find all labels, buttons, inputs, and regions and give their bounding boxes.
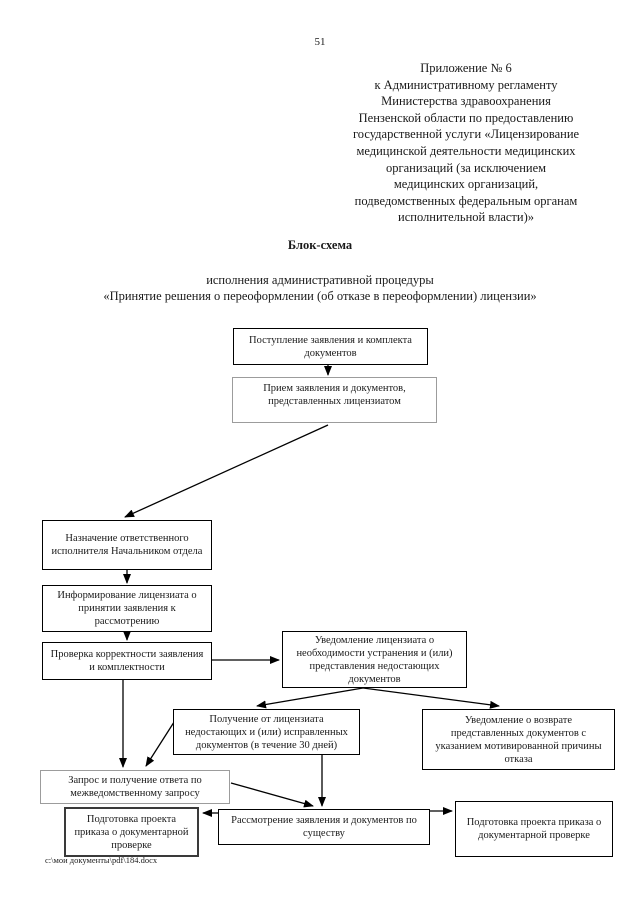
- flow-box-draft-order-left: Подготовка проекта приказа о документарн…: [64, 807, 199, 857]
- appendix-header-line: Министерства здравоохранения: [381, 94, 551, 109]
- flow-box-notify-missing-docs: Уведомление лицензиата о необходимости у…: [282, 631, 467, 688]
- appendix-header: Приложение № 6 к Административному регла…: [320, 60, 612, 226]
- appendix-header-line: медицинских организаций,: [393, 177, 539, 192]
- arrow-b6-b8: [362, 687, 500, 709]
- arrow-b9-b11: [230, 782, 314, 808]
- arrow-b7-b9: [145, 718, 177, 767]
- flow-box-application-received: Поступление заявления и комплекта докуме…: [233, 328, 428, 365]
- flow-box-assign-executor: Назначение ответственного исполнителя На…: [42, 520, 212, 570]
- appendix-header-line: к Административному регламенту: [374, 77, 558, 92]
- flow-box-draft-order-right: Подготовка проекта приказа о документарн…: [455, 801, 613, 857]
- flow-box-interagency-request: Запрос и получение ответа по межведомств…: [40, 770, 230, 804]
- flow-box-return-docs-notice: Уведомление о возврате представленных до…: [422, 709, 615, 770]
- page-title: Блок-схема: [287, 238, 353, 252]
- flow-box-application-accepted: Прием заявления и документов, представле…: [232, 377, 437, 423]
- appendix-header-line: медицинской деятельности медицинских: [356, 143, 576, 158]
- flow-box-check-correctness: Проверка корректности заявления и компле…: [42, 642, 212, 680]
- appendix-header-line: Приложение № 6: [420, 61, 512, 75]
- flow-box-inform-licensee: Информирование лицензиата о принятии зая…: [42, 585, 212, 632]
- appendix-header-line: организаций (за исключением: [385, 160, 547, 175]
- page-number: 51: [314, 36, 326, 48]
- page-subtitle-line2: «Принятие решения о переоформлении (об о…: [103, 289, 537, 303]
- appendix-header-line: подведомственных федеральным органам: [354, 193, 578, 208]
- document-file-path: c:\мои документы\pdf\184.docx: [45, 855, 158, 865]
- arrow-b6-b7: [256, 687, 364, 709]
- appendix-header-line: исполнительной власти)»: [398, 210, 534, 225]
- flow-box-review-application: Рассмотрение заявления и документов по с…: [218, 809, 430, 845]
- appendix-header-line: Пензенской области по предоставлению: [358, 110, 574, 125]
- page-subtitle-line1: исполнения административной процедуры: [206, 273, 434, 287]
- appendix-header-line: государственной услуги «Лицензирование: [352, 127, 580, 142]
- arrow-b2-b3: [124, 424, 329, 518]
- flow-box-receive-corrected-docs: Получение от лицензиата недостающих и (и…: [173, 709, 360, 755]
